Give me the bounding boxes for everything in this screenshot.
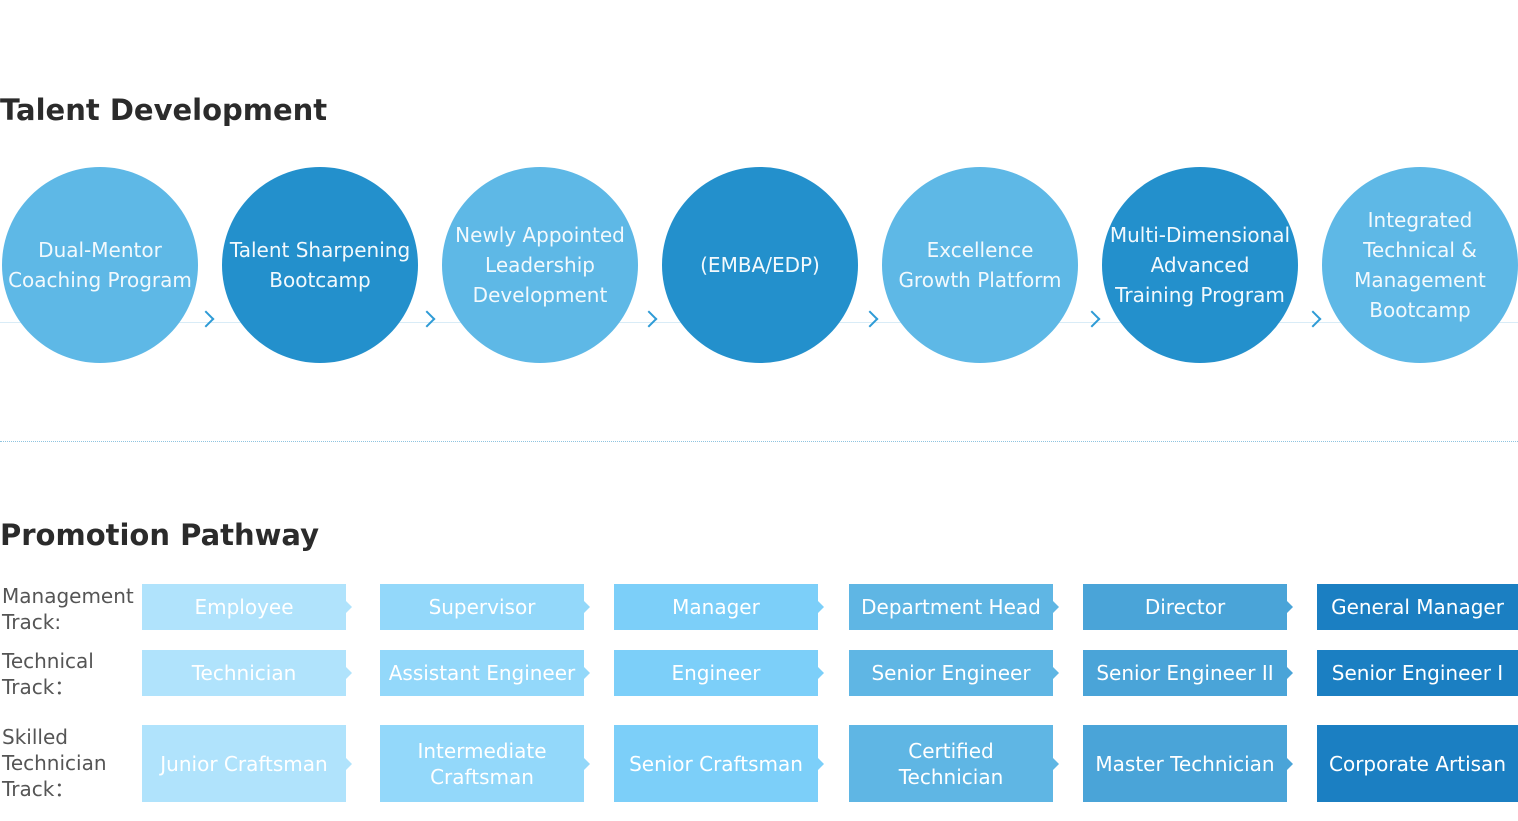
level-box: Director bbox=[1083, 584, 1293, 630]
chevron-right-icon bbox=[197, 310, 215, 328]
level-label: Assistant Engineer bbox=[388, 661, 576, 685]
talent-step-advanced-training: Multi-Dimensional Advanced Training Prog… bbox=[1102, 167, 1298, 363]
level-label: Certified Technician bbox=[898, 738, 1004, 789]
level-box: General Manager bbox=[1317, 584, 1518, 630]
track-label-skilled-technician: Skilled Technician Track： bbox=[2, 725, 107, 801]
level-label: Senior Engineer I bbox=[1331, 661, 1504, 685]
level-box: Master Technician bbox=[1083, 725, 1293, 802]
level-label: Master Technician bbox=[1095, 751, 1275, 776]
level-label: Manager bbox=[672, 595, 760, 619]
talent-step-sharpening-bootcamp: Talent Sharpening Bootcamp bbox=[222, 167, 418, 363]
level-label: Senior Engineer II bbox=[1096, 661, 1274, 685]
level-label: Engineer bbox=[671, 661, 761, 685]
track-label-management: Management Track: bbox=[2, 584, 134, 634]
level-box: Assistant Engineer bbox=[380, 650, 590, 696]
chevron-right-icon bbox=[1083, 310, 1101, 328]
chevron-right-icon bbox=[861, 310, 879, 328]
level-label: Senior Engineer bbox=[871, 661, 1031, 685]
level-box: Manager bbox=[614, 584, 824, 630]
level-label: Supervisor bbox=[428, 595, 536, 619]
talent-step-excellence-platform: Excellence Growth Platform bbox=[882, 167, 1078, 363]
level-box: Employee bbox=[142, 584, 352, 630]
chevron-right-icon bbox=[1304, 310, 1322, 328]
level-label: Department Head bbox=[861, 595, 1041, 619]
level-box: Intermediate Craftsman bbox=[380, 725, 590, 802]
level-label: Technician bbox=[191, 661, 297, 685]
level-label: General Manager bbox=[1331, 595, 1504, 619]
level-box: Senior Engineer bbox=[849, 650, 1059, 696]
level-label: Senior Craftsman bbox=[629, 751, 803, 776]
chevron-right-icon bbox=[418, 310, 436, 328]
level-box: Technician bbox=[142, 650, 352, 696]
level-label: Director bbox=[1144, 595, 1226, 619]
level-box: Department Head bbox=[849, 584, 1059, 630]
level-box: Senior Engineer I bbox=[1317, 650, 1518, 696]
talent-development-title: Talent Development bbox=[0, 93, 328, 127]
talent-step-leadership-development: Newly Appointed Leadership Development bbox=[442, 167, 638, 363]
level-box: Senior Engineer II bbox=[1083, 650, 1293, 696]
level-label: Intermediate Craftsman bbox=[417, 738, 547, 789]
talent-step-dual-mentor: Dual-Mentor Coaching Program bbox=[2, 167, 198, 363]
level-box: Certified Technician bbox=[849, 725, 1059, 802]
level-box: Supervisor bbox=[380, 584, 590, 630]
promotion-pathway-title: Promotion Pathway bbox=[0, 518, 320, 552]
level-box: Engineer bbox=[614, 650, 824, 696]
level-label: Corporate Artisan bbox=[1329, 751, 1506, 776]
level-label: Junior Craftsman bbox=[160, 751, 328, 776]
level-label: Employee bbox=[194, 595, 294, 619]
talent-step-emba-edp: (EMBA/EDP) bbox=[662, 167, 858, 363]
level-box: Senior Craftsman bbox=[614, 725, 824, 802]
track-label-technical: Technical Track： bbox=[2, 649, 94, 699]
section-divider bbox=[0, 441, 1518, 442]
talent-step-integrated-bootcamp: Integrated Technical & Management Bootca… bbox=[1322, 167, 1518, 363]
chevron-right-icon bbox=[640, 310, 658, 328]
level-box: Junior Craftsman bbox=[142, 725, 352, 802]
level-box: Corporate Artisan bbox=[1317, 725, 1518, 802]
